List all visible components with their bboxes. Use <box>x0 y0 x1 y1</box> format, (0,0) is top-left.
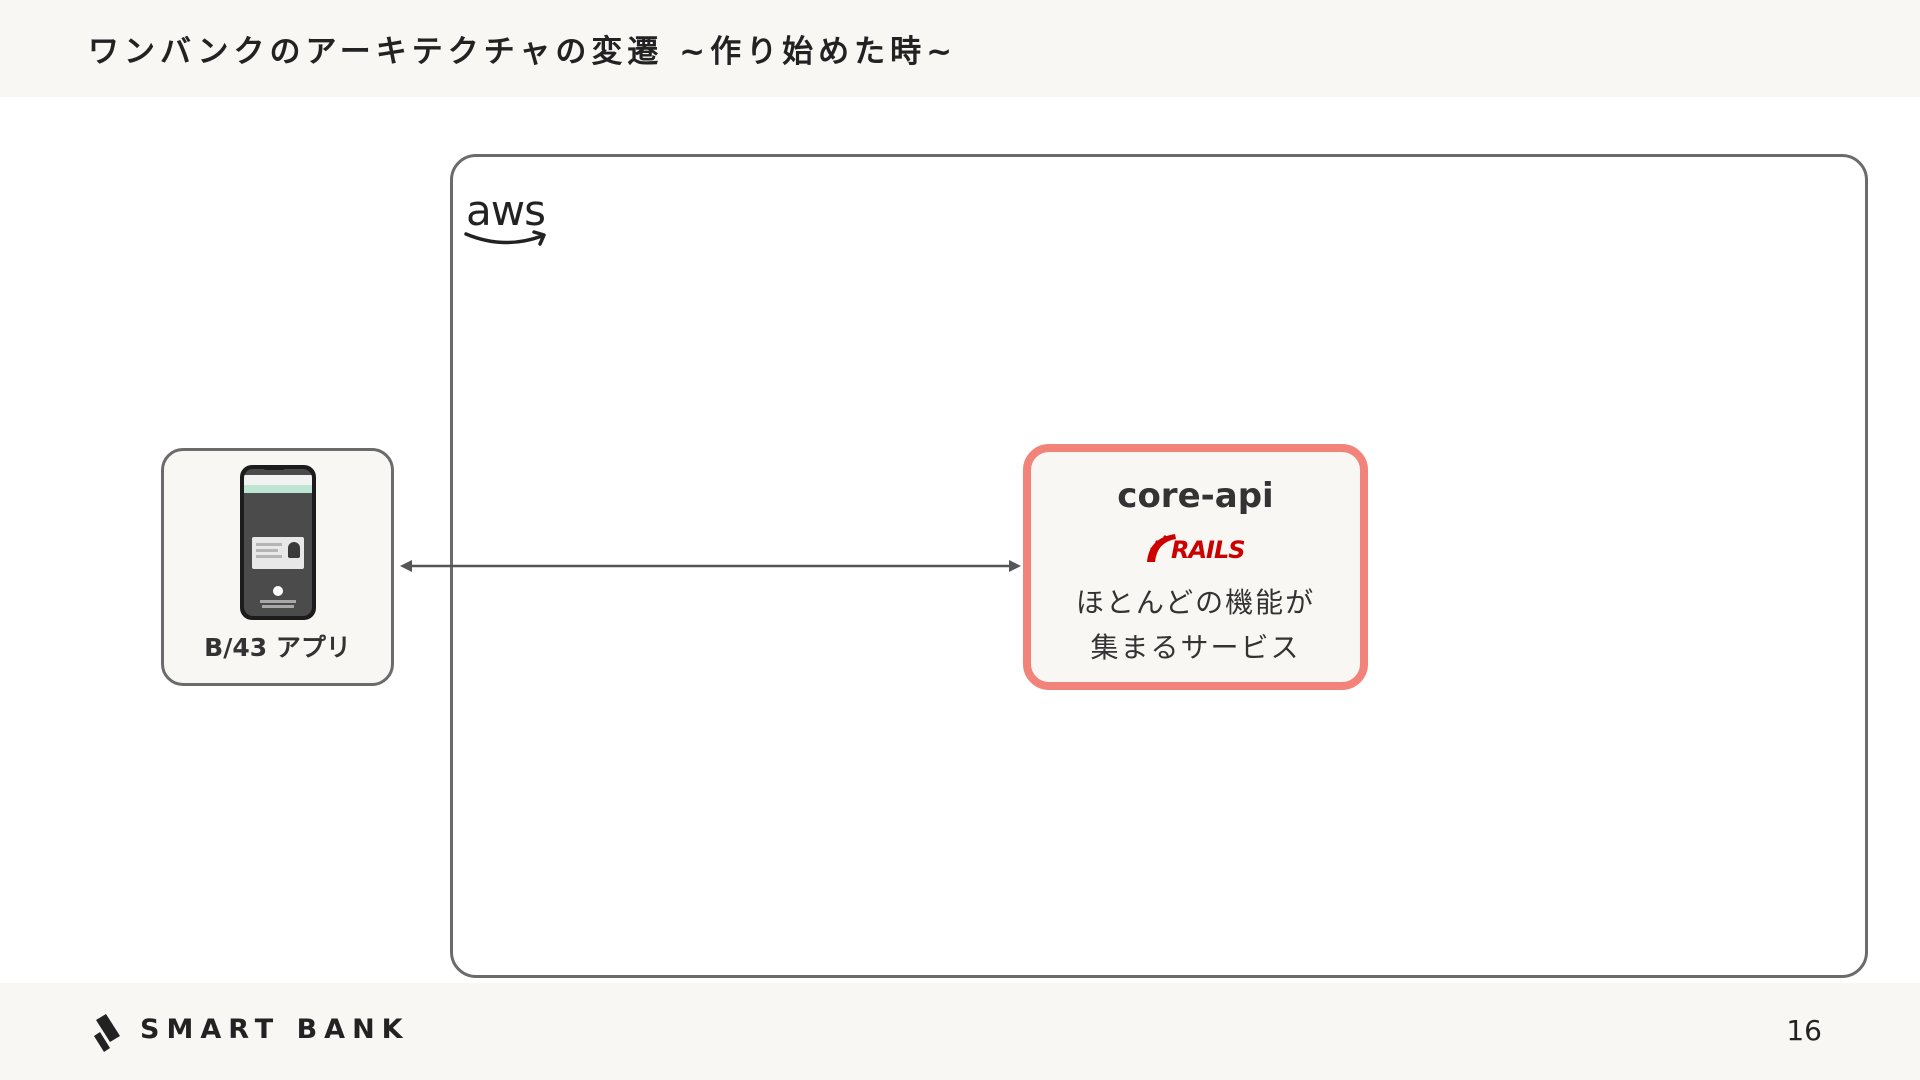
core-api-description-line: 集まるサービス <box>1090 631 1301 664</box>
aws-smile-icon <box>464 230 546 246</box>
phone-id-card <box>252 537 304 569</box>
phone-screen <box>244 469 312 616</box>
bidirectional-arrow <box>400 560 1021 572</box>
phone-notch <box>262 465 286 470</box>
aws-logo-text: aws <box>466 186 546 235</box>
smartphone-icon <box>240 465 316 620</box>
phone-caption-line <box>262 605 294 608</box>
aws-logo-icon: aws <box>464 186 554 254</box>
page-number: 16 <box>1786 1014 1822 1047</box>
phone-card-line <box>256 549 278 552</box>
client-app-label: B/43 アプリ <box>204 633 351 662</box>
core-api-box <box>1023 444 1368 690</box>
smartbank-logo-icon <box>94 1014 120 1052</box>
core-api-description-line: ほとんどの機能が <box>1075 586 1316 619</box>
phone-card-line <box>256 543 282 546</box>
phone-card-photo <box>288 542 300 558</box>
phone-status-bar <box>244 475 312 485</box>
core-api-description: ほとんどの機能が 集まるサービス <box>1023 580 1368 670</box>
smartbank-logo-text: SMART BANK <box>140 1014 410 1045</box>
phone-caption-line <box>260 600 296 603</box>
phone-green-bar <box>244 485 312 493</box>
slide-footer <box>0 983 1920 1080</box>
phone-card-line <box>256 555 282 558</box>
phone-capture-button <box>273 586 283 596</box>
slide-header: ワンバンクのアーキテクチャの変遷 ~作り始めた時~ <box>0 0 1920 97</box>
rails-track-icon <box>1147 534 1176 562</box>
rails-logo-text: RAILS <box>1171 536 1246 564</box>
core-api-title: core-api <box>1117 476 1274 516</box>
rails-logo-icon: RAILS <box>1145 530 1246 566</box>
slide-title: ワンバンクのアーキテクチャの変遷 ~作り始めた時~ <box>88 34 958 70</box>
